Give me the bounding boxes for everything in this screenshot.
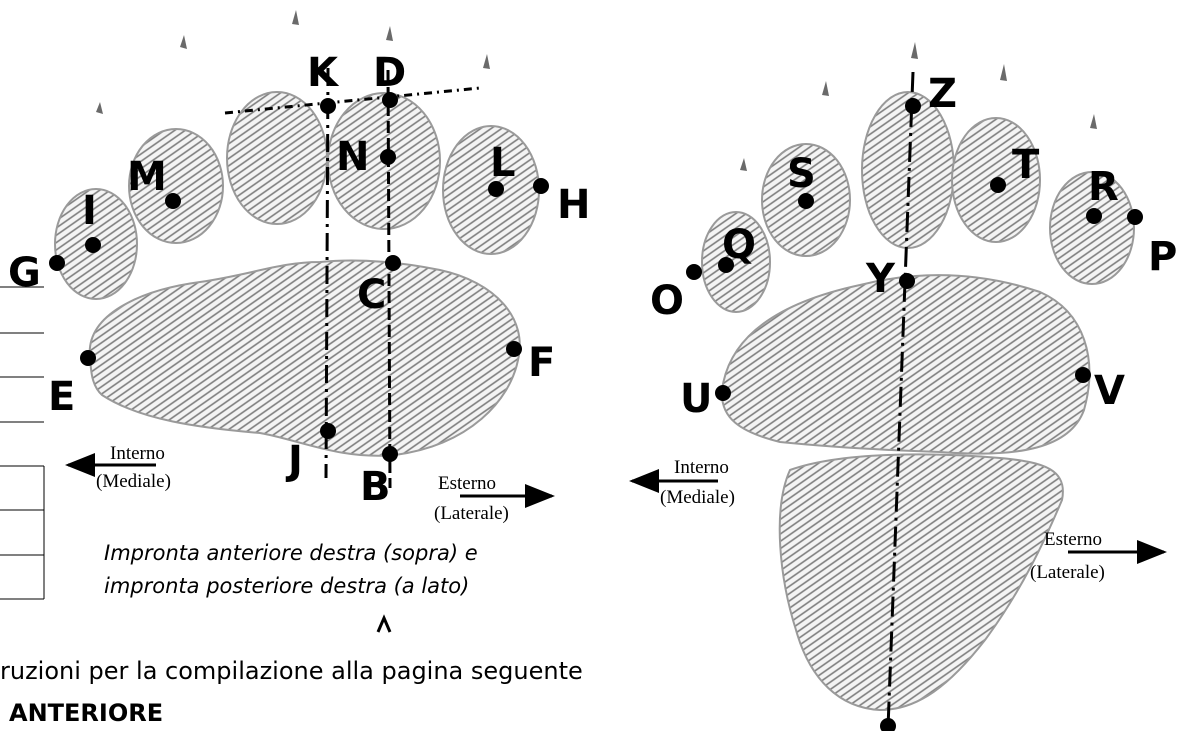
point-n [380, 149, 396, 165]
guide-line-top [224, 86, 481, 115]
label-j: J [285, 438, 303, 484]
toe-pad-3 [226, 91, 328, 225]
guide-line-d-b [386, 69, 392, 489]
lateral-label: Esterno [438, 473, 496, 494]
label-m: M [127, 154, 167, 200]
point-j [320, 423, 336, 439]
toe-pad-5 [1049, 171, 1135, 285]
point-l [488, 181, 504, 197]
right-footprint: Z S T R P Q O Y U V Interno (Mediale) Es… [629, 42, 1177, 731]
lateral-label: Esterno [1044, 529, 1102, 550]
label-p: P [1148, 234, 1177, 280]
point-bottom [880, 718, 896, 731]
label-g: G [8, 250, 41, 296]
caption-line-2: impronta posteriore destra (a lato) [104, 574, 469, 598]
point-k [320, 98, 336, 114]
guide-line-z-y [886, 71, 915, 729]
label-i: I [82, 188, 97, 234]
main-pad [88, 259, 521, 457]
table-fragment [0, 286, 45, 600]
section-heading: ANTERIORE [9, 699, 163, 727]
instructions-text: ruzioni per la compilazione alla pagina … [0, 657, 583, 685]
point-t [990, 177, 1006, 193]
claw-mark [1000, 64, 1007, 81]
label-r: R [1088, 164, 1119, 210]
label-z: Z [928, 71, 957, 117]
label-k: K [307, 50, 340, 96]
claw-mark [740, 158, 747, 171]
point-v [1075, 367, 1091, 383]
toe-pad-2 [128, 128, 224, 244]
label-d: D [373, 50, 406, 96]
point-c [385, 255, 401, 271]
lateral-sublabel: (Laterale) [434, 503, 509, 524]
claw-mark [822, 81, 829, 96]
label-b: B [360, 464, 391, 510]
guide-line-k-j [324, 67, 330, 479]
point-h [533, 178, 549, 194]
point-r [1086, 208, 1102, 224]
label-s: S [787, 151, 816, 197]
point-f [506, 341, 522, 357]
point-y [899, 273, 915, 289]
claw-mark [386, 26, 393, 41]
point-u [715, 385, 731, 401]
claw-mark [911, 42, 918, 59]
medial-label: Interno [674, 457, 729, 478]
point-z [905, 98, 921, 114]
point-b [382, 446, 398, 462]
point-q [718, 257, 734, 273]
point-p [1127, 209, 1143, 225]
point-i [85, 237, 101, 253]
label-u: U [680, 376, 712, 422]
left-footprint: K D N M I G L H C E F J B Interno (Media… [8, 10, 590, 524]
toe-pad-1 [701, 211, 771, 313]
claw-mark [1090, 114, 1097, 129]
label-c: C [357, 272, 386, 318]
label-o: O [650, 278, 684, 324]
claw-mark [180, 35, 187, 49]
label-n: N [336, 134, 369, 180]
point-d [382, 92, 398, 108]
label-y: Y [865, 256, 896, 302]
claw-mark [96, 102, 103, 114]
cut-glyph [376, 614, 392, 633]
medial-label: Interno [110, 443, 165, 464]
medial-sublabel: (Mediale) [96, 471, 171, 492]
claw-mark [292, 10, 299, 25]
label-l: L [490, 140, 516, 186]
label-f: F [528, 340, 555, 386]
lateral-sublabel: (Laterale) [1030, 562, 1105, 583]
caption-line-1: Impronta anteriore destra (sopra) e [104, 541, 478, 565]
medial-sublabel: (Mediale) [660, 487, 735, 508]
claw-mark [483, 54, 490, 69]
label-e: E [48, 374, 75, 420]
label-h: H [557, 182, 590, 228]
label-q: Q [722, 222, 756, 268]
main-pad [720, 274, 1091, 455]
label-t: T [1012, 142, 1040, 188]
heel-pad [778, 453, 1064, 712]
point-o [686, 264, 702, 280]
point-g [49, 255, 65, 271]
label-v: V [1094, 368, 1125, 414]
point-e [80, 350, 96, 366]
point-s [798, 193, 814, 209]
point-m [165, 193, 181, 209]
